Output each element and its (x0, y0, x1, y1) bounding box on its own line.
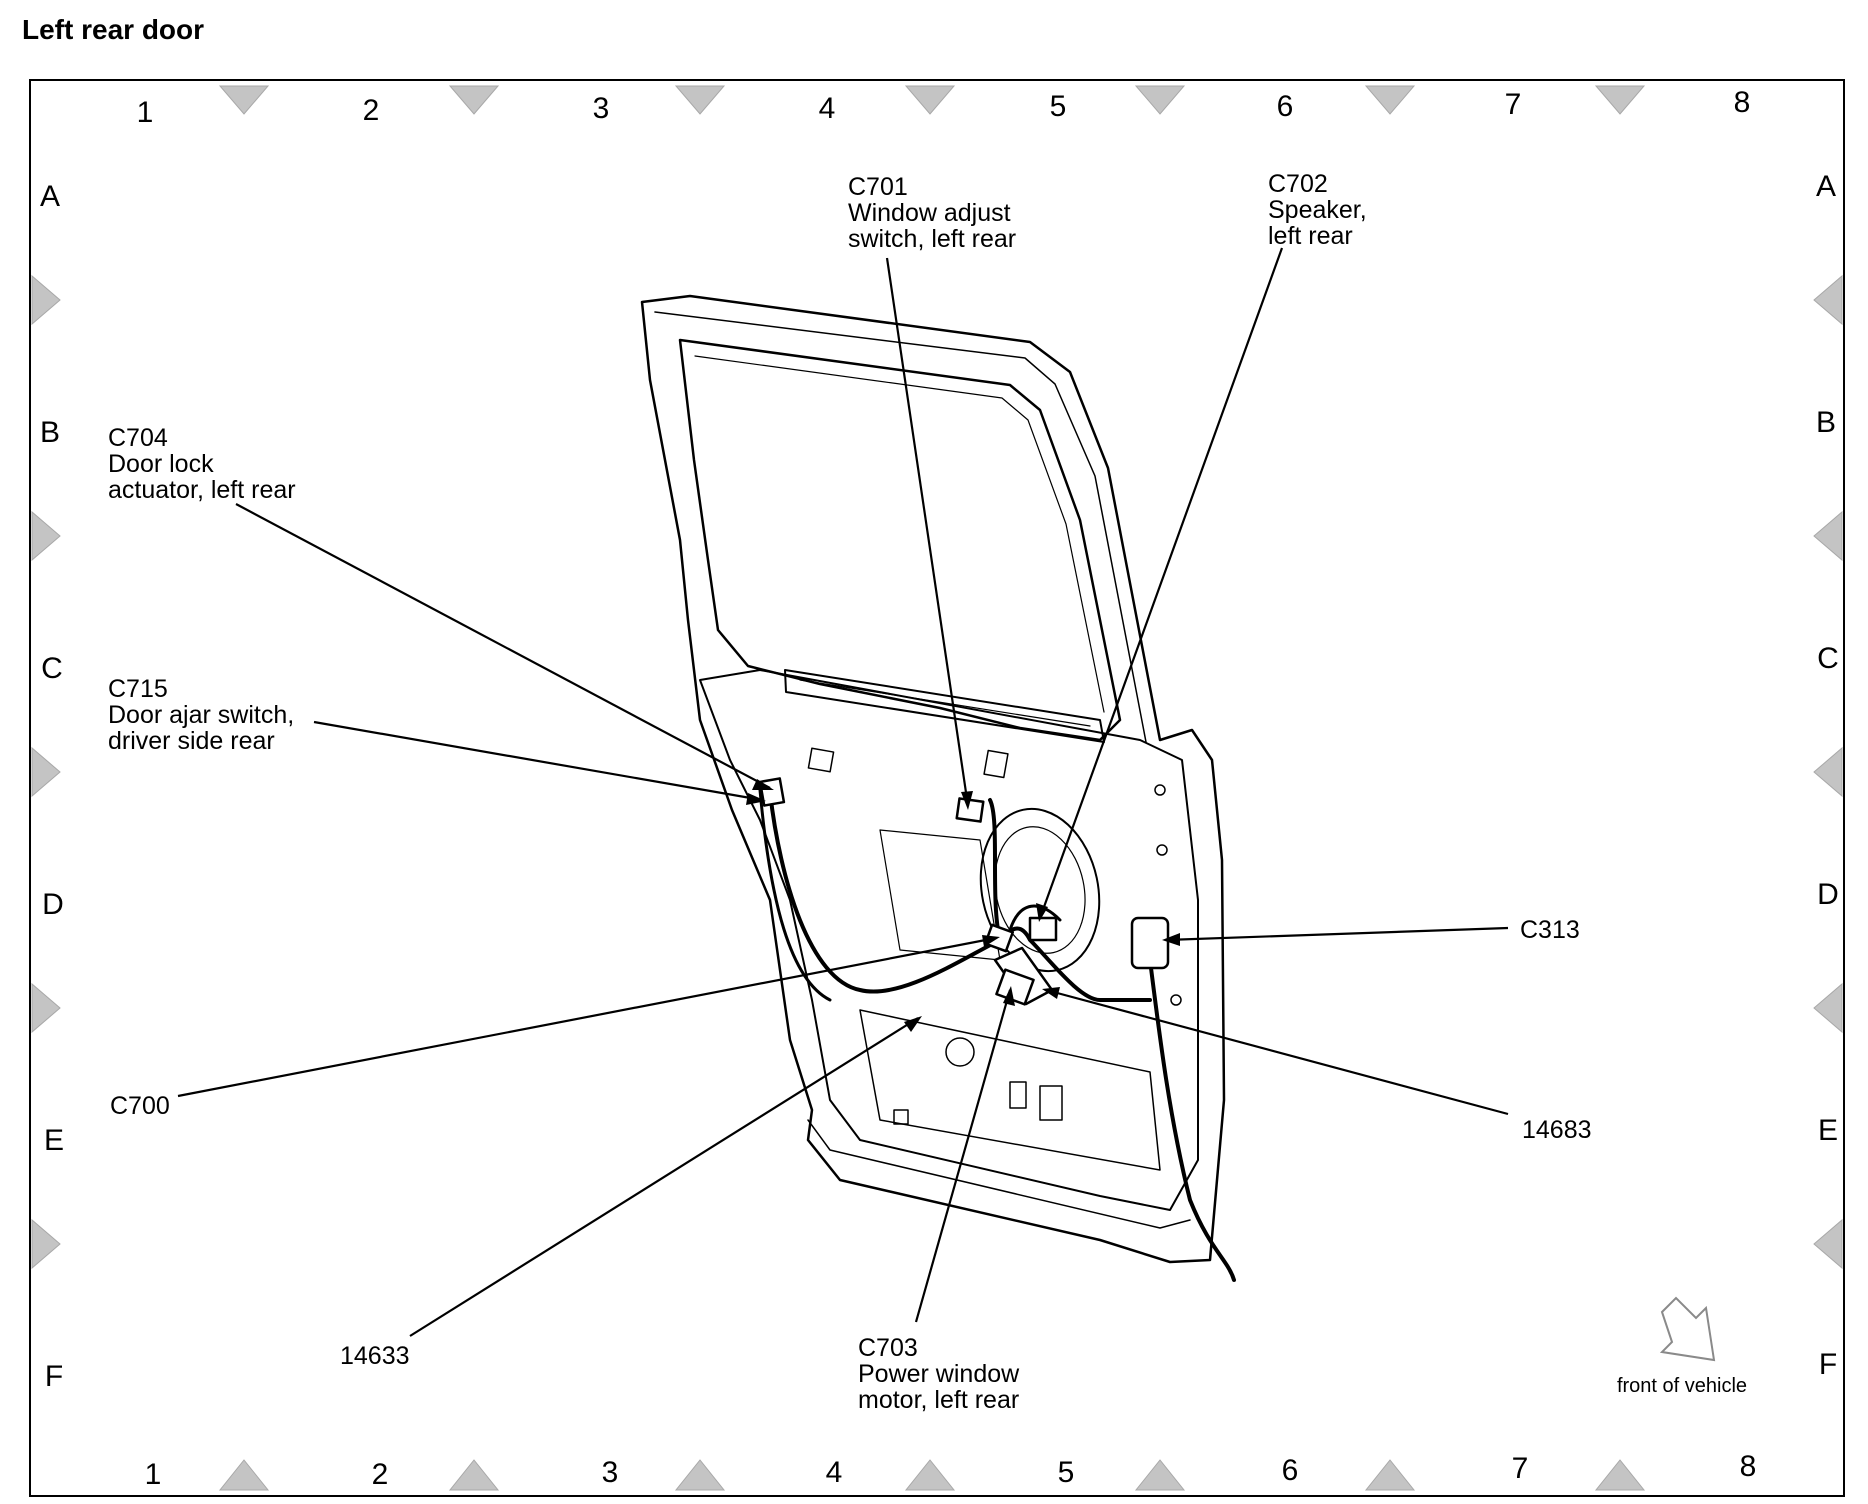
row-label: E (44, 1124, 64, 1157)
callout-line: Power window (858, 1360, 1020, 1388)
callout-line: driver side rear (108, 727, 275, 755)
row-label: A (40, 180, 60, 213)
column-label: 7 (1505, 88, 1522, 121)
front-of-vehicle-label: front of vehicle (1617, 1375, 1747, 1397)
callout-line: Door ajar switch, (108, 701, 294, 729)
arrowhead-c700 (982, 935, 1000, 947)
leader-14633 (409, 1017, 919, 1337)
callout-c715: C715 Door ajar switch, driver side rear (108, 675, 301, 755)
row-label: B (1816, 406, 1836, 439)
callout-line: Speaker, (1268, 196, 1367, 224)
callout-c702: C702 Speaker, left rear (1268, 170, 1374, 250)
callout-line: C702 (1268, 170, 1328, 198)
column-label: 6 (1277, 90, 1294, 123)
leader-c700 (177, 936, 997, 1098)
callout-c704: C704 Door lock actuator, left rear (108, 424, 296, 504)
callout-line: C715 (108, 675, 168, 703)
row-label: D (1817, 878, 1839, 911)
column-label: 4 (826, 1456, 843, 1489)
callout-line: left rear (1268, 222, 1353, 250)
door-illustration (640, 294, 1236, 1282)
arrowhead-c313 (1162, 933, 1180, 946)
column-label: 5 (1050, 90, 1067, 123)
arrowhead-c701 (961, 791, 973, 810)
arrowhead-c703 (1003, 986, 1015, 1006)
column-labels-top: 1 2 3 4 5 6 7 8 (137, 86, 1751, 129)
callout-line: actuator, left rear (108, 476, 296, 504)
column-label: 1 (137, 96, 154, 129)
row-label: F (45, 1360, 63, 1393)
arrowhead-c702 (1036, 903, 1048, 922)
leader-c313 (1165, 926, 1509, 942)
callout-c703: C703 Power window motor, left rear (858, 1334, 1026, 1414)
column-label: 4 (819, 92, 836, 125)
column-label: 2 (363, 94, 380, 127)
row-label: C (1817, 642, 1839, 675)
arrowhead-c704 (752, 779, 774, 790)
callout-line: C701 (848, 173, 908, 201)
column-label: 3 (602, 1456, 619, 1489)
leader-c701 (885, 257, 970, 807)
diagram-frame (29, 79, 1845, 1497)
leader-14683 (1045, 988, 1509, 1116)
arrowhead-14683 (1042, 987, 1060, 999)
leader-c715 (313, 720, 763, 802)
column-labels-bottom: 1 2 3 4 5 6 7 8 (145, 1450, 1757, 1491)
front-of-vehicle-indicator: front of vehicle (1617, 1296, 1747, 1397)
row-label: E (1818, 1114, 1838, 1147)
arrowhead-14633 (904, 1016, 922, 1032)
callout-14683: 14683 (1522, 1116, 1592, 1144)
column-label: 6 (1282, 1454, 1299, 1487)
callout-line: Door lock (108, 450, 214, 478)
column-label: 5 (1058, 1456, 1075, 1489)
column-label: 2 (372, 1458, 389, 1491)
column-label: 8 (1734, 86, 1751, 119)
callout-c700: C700 (110, 1092, 170, 1120)
row-label: F (1819, 1348, 1837, 1381)
callout-c701: C701 Window adjust switch, left rear (848, 173, 1018, 253)
column-label: 3 (593, 92, 610, 125)
page-title: Left rear door (22, 14, 205, 45)
callout-14633: 14633 (340, 1342, 410, 1370)
row-labels-right: A B C D E F (1816, 170, 1839, 1381)
row-label: D (42, 888, 64, 921)
callout-line: switch, left rear (848, 225, 1016, 253)
callout-line: C704 (108, 424, 168, 452)
arrowhead-c715 (746, 793, 766, 805)
leader-c702 (1038, 247, 1284, 919)
row-labels-left: A B C D E F (40, 180, 64, 1393)
leader-c703 (914, 989, 1012, 1323)
callout-c313: C313 (1520, 916, 1580, 944)
direction-arrow-icon (1659, 1296, 1716, 1362)
column-label: 1 (145, 1458, 162, 1491)
column-label: 8 (1740, 1450, 1757, 1483)
row-label: C (41, 652, 63, 685)
callout-labels: C701 Window adjust switch, left rear C70… (108, 170, 1592, 1414)
column-label: 7 (1512, 1452, 1529, 1485)
zone-markers (31, 85, 1843, 1491)
callout-line: motor, left rear (858, 1386, 1019, 1414)
callout-line: C703 (858, 1334, 918, 1362)
row-label: A (1816, 170, 1836, 203)
leader-lines (177, 247, 1509, 1337)
leader-c704 (235, 503, 771, 789)
row-label: B (40, 416, 60, 449)
callout-line: Window adjust (848, 199, 1011, 227)
